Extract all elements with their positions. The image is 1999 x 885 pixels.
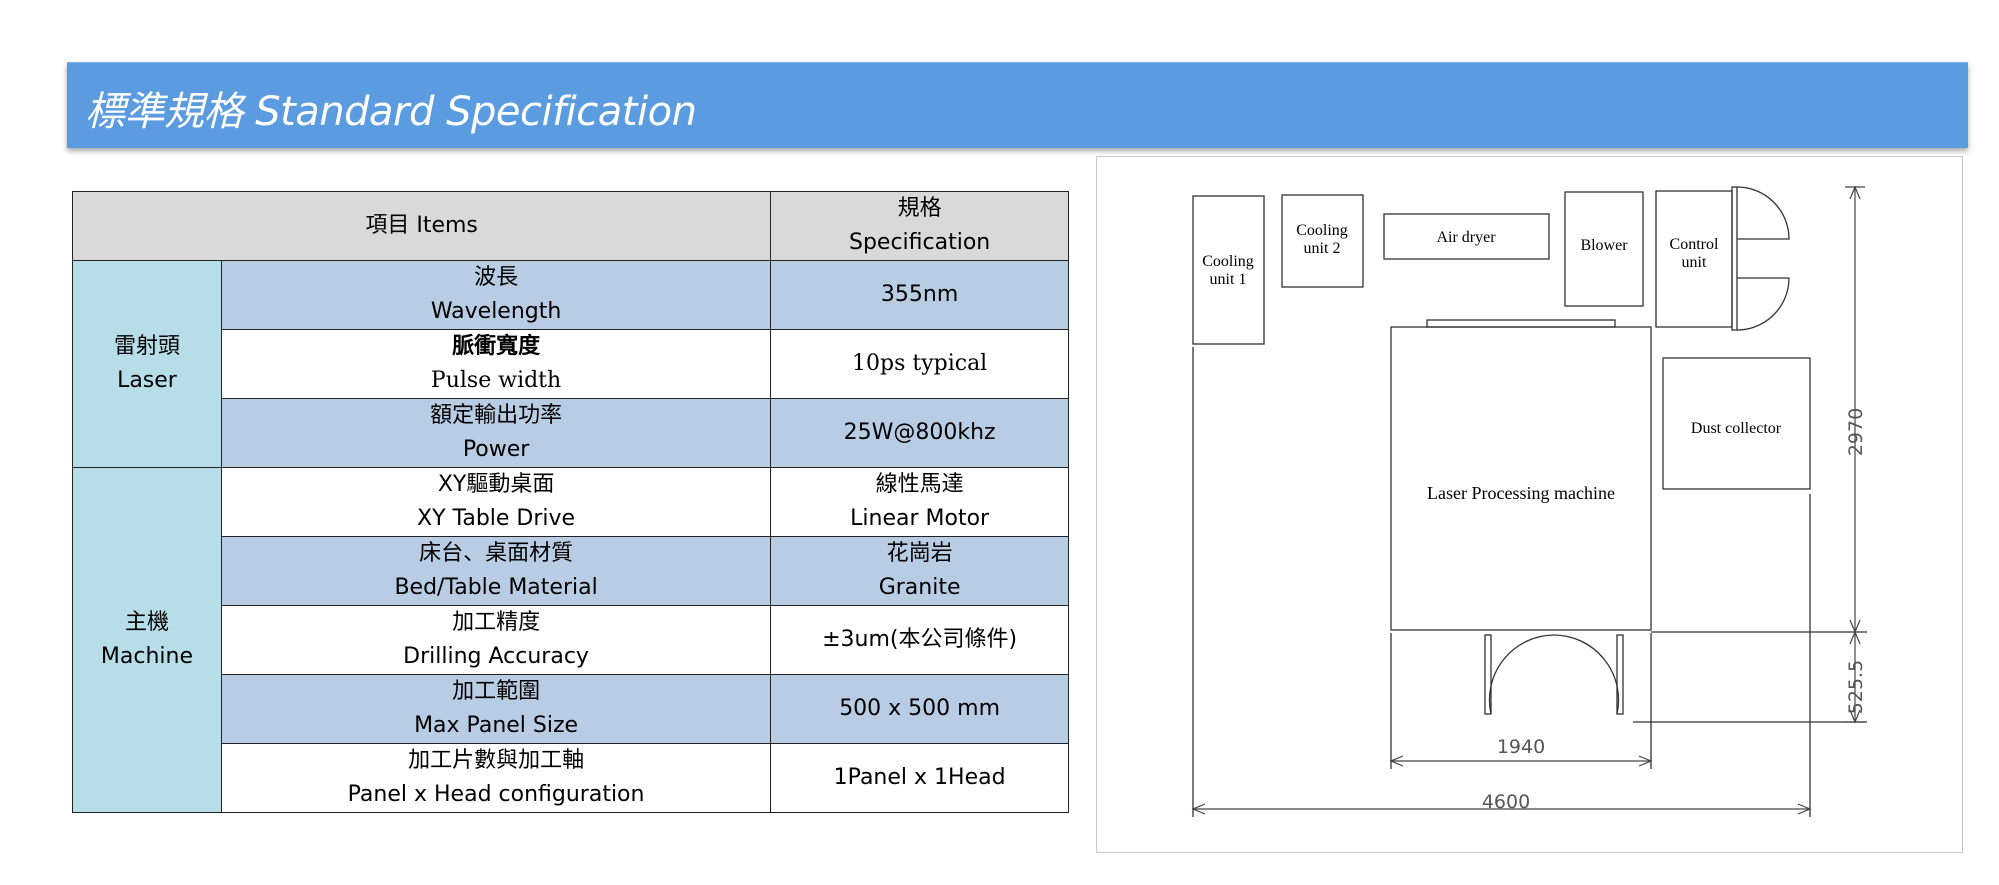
air-dryer-box xyxy=(1383,213,1550,260)
cooling-unit-2-label: unit 2 xyxy=(1304,240,1341,257)
item-en: Bed/Table Material xyxy=(394,575,598,600)
item-zh: 額定輸出功率 xyxy=(430,403,563,428)
spec-zh: 線性馬達 xyxy=(875,472,964,497)
section-header: 標準規格 Standard Specification xyxy=(67,62,1968,148)
table-row: 加工範圍 Max Panel Size 500 x 500 mm xyxy=(73,674,1069,744)
group-laser-zh: 雷射頭 xyxy=(113,334,180,359)
dimension-525: 525.5 xyxy=(1845,660,1867,714)
cabinet-door-icon xyxy=(1731,186,1790,331)
item-zh: 加工精度 xyxy=(452,610,541,635)
spec-table: 項目 Items 規格 Specification 雷射頭 Laser 波長 W… xyxy=(71,191,1069,813)
spec-en: Granite xyxy=(878,575,961,600)
spec-value: ±3um(本公司條件) xyxy=(822,627,1018,652)
table-row: 脈衝寬度 Pulse width 10ps typical xyxy=(73,329,1069,399)
header-items-en: Items xyxy=(416,213,478,238)
machine-door-icon xyxy=(1484,634,1624,715)
blower-label: Blower xyxy=(1580,237,1628,254)
header-spec-en: Specification xyxy=(848,230,991,255)
dimension-2970: 2970 xyxy=(1845,408,1867,456)
item-zh: 床台、桌面材質 xyxy=(419,541,574,566)
spec-cell: 25W@800khz xyxy=(770,398,1069,468)
item-zh: 加工片數與加工軸 xyxy=(408,748,585,773)
spec-value: 500 x 500 mm xyxy=(839,696,1001,721)
item-en: Pulse width xyxy=(430,368,562,393)
spec-value: 10ps typical xyxy=(852,351,988,376)
spec-cell: 線性馬達 Linear Motor xyxy=(770,467,1069,537)
item-cell: 加工精度 Drilling Accuracy xyxy=(220,605,772,675)
item-cell: 加工範圍 Max Panel Size xyxy=(220,674,772,744)
cooling-unit-1-label: Cooling xyxy=(1202,253,1254,270)
group-laser-en: Laser xyxy=(117,368,177,393)
spec-cell: 花崗岩 Granite xyxy=(770,536,1069,606)
item-en: Max Panel Size xyxy=(414,713,579,738)
item-cell: 額定輸出功率 Power xyxy=(220,398,772,468)
blower-box xyxy=(1564,191,1644,307)
dust-collector-box xyxy=(1662,357,1811,490)
section-title: 標準規格 Standard Specification xyxy=(85,89,697,135)
spec-cell: ±3um(本公司條件) xyxy=(770,605,1069,675)
header-spec: 規格 Specification xyxy=(770,191,1069,261)
laser-machine-top xyxy=(1426,319,1616,328)
group-machine-en: Machine xyxy=(100,644,193,669)
item-cell: 波長 Wavelength xyxy=(220,260,772,330)
floor-plan: Cooling unit 1 Cooling unit 2 Air dryer … xyxy=(1096,156,1963,853)
item-en: Drilling Accuracy xyxy=(403,644,589,669)
spec-cell: 500 x 500 mm xyxy=(770,674,1069,744)
header-items-zh: 項目 xyxy=(365,213,410,238)
spec-value: 355nm xyxy=(880,282,959,307)
group-laser: 雷射頭 Laser xyxy=(72,260,222,468)
air-dryer-label: Air dryer xyxy=(1436,229,1496,246)
table-row: 主機 Machine XY驅動桌面 XY Table Drive 線性馬達 Li… xyxy=(72,467,1069,813)
item-cell: 床台、桌面材質 Bed/Table Material xyxy=(220,536,772,606)
item-zh: XY驅動桌面 xyxy=(437,472,555,497)
header-items: 項目 Items xyxy=(71,191,772,261)
table-row: 雷射頭 Laser 波長 Wavelength 355nm xyxy=(72,260,1069,468)
dimension-4600: 4600 xyxy=(1482,791,1530,813)
header-spec-zh: 規格 xyxy=(897,196,942,221)
floor-plan-drawing: Cooling unit 1 Cooling unit 2 Air dryer … xyxy=(1191,185,1867,817)
table-header-row: 項目 Items 規格 Specification xyxy=(71,191,1069,261)
spec-zh: 花崗岩 xyxy=(886,541,953,566)
group-machine: 主機 Machine xyxy=(72,467,222,813)
spec-en: Linear Motor xyxy=(850,506,990,531)
cooling-unit-2-label: Cooling xyxy=(1296,222,1348,239)
spec-cell: 1Panel x 1Head xyxy=(770,743,1069,813)
dust-collector-label: Dust collector xyxy=(1691,420,1782,437)
group-machine-zh: 主機 xyxy=(124,610,169,635)
laser-machine-box xyxy=(1390,326,1652,631)
item-en: Wavelength xyxy=(430,299,562,324)
item-cell: XY驅動桌面 XY Table Drive xyxy=(220,467,772,537)
item-zh: 加工範圍 xyxy=(452,679,541,704)
spec-value: 25W@800khz xyxy=(843,420,996,445)
spec-cell: 10ps typical xyxy=(770,329,1069,399)
item-zh: 脈衝寬度 xyxy=(452,334,541,359)
item-cell: 脈衝寬度 Pulse width xyxy=(220,329,772,399)
dimension-1940: 1940 xyxy=(1497,736,1545,758)
table-row: 額定輸出功率 Power 25W@800khz xyxy=(73,398,1069,468)
item-en: Panel x Head configuration xyxy=(347,782,645,807)
laser-machine-label: Laser Processing machine xyxy=(1427,483,1615,503)
cooling-unit-1-box xyxy=(1192,195,1265,345)
item-en: Power xyxy=(462,437,530,462)
dimension-lines xyxy=(1191,185,1865,815)
cooling-unit-1-label: unit 1 xyxy=(1210,271,1247,288)
item-cell: 加工片數與加工軸 Panel x Head configuration xyxy=(220,743,772,813)
cooling-unit-2-box xyxy=(1281,194,1364,288)
control-unit-label: Control xyxy=(1670,236,1719,253)
spec-cell: 355nm xyxy=(770,260,1069,330)
item-en: XY Table Drive xyxy=(417,506,576,531)
table-row: 加工精度 Drilling Accuracy ±3um(本公司條件) xyxy=(73,605,1069,675)
table-row: 加工片數與加工軸 Panel x Head configuration 1Pan… xyxy=(73,743,1069,813)
spec-value: 1Panel x 1Head xyxy=(833,765,1006,790)
item-zh: 波長 xyxy=(474,265,519,290)
control-unit-label: unit xyxy=(1682,254,1707,271)
table-row: 床台、桌面材質 Bed/Table Material 花崗岩 Granite xyxy=(73,536,1069,606)
